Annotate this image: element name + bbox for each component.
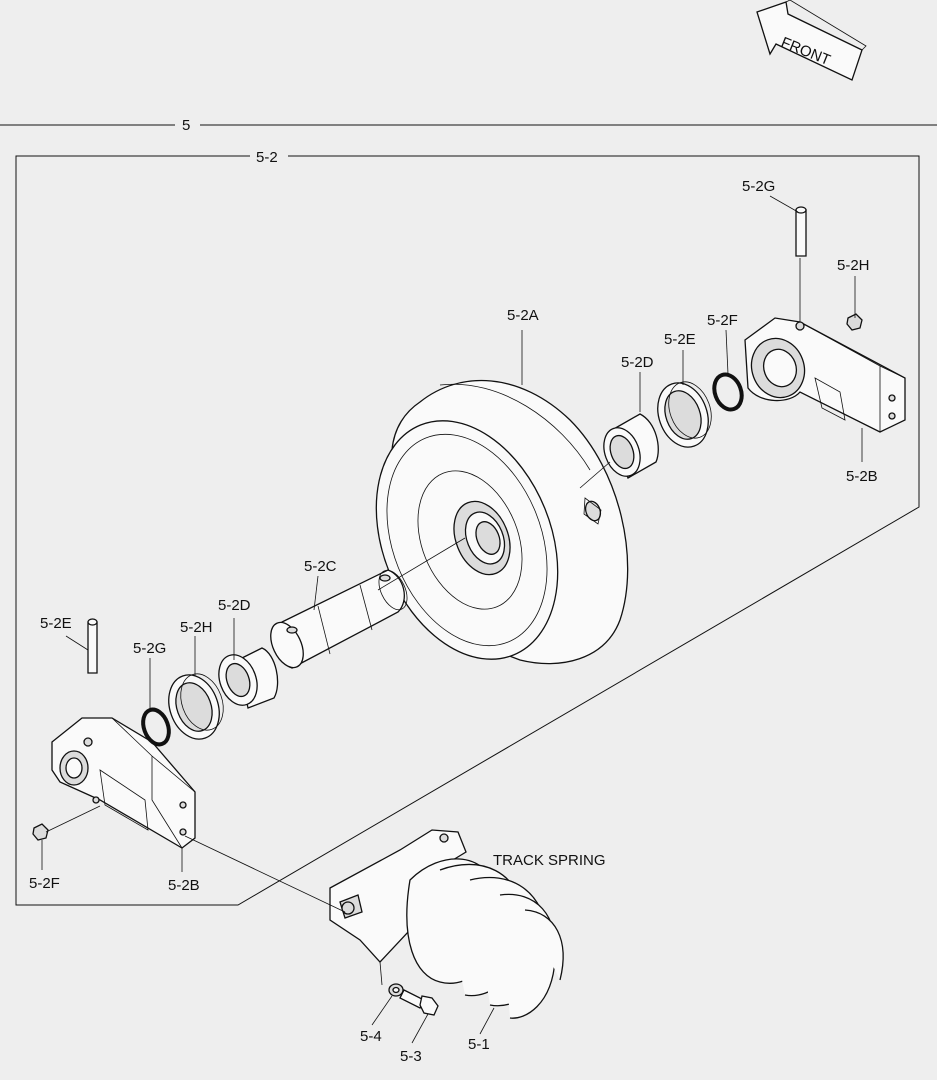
callout-5-2f-left: 5-2F [29,875,60,892]
right-floating-seal [657,381,712,448]
callout-5-4: 5-4 [360,1028,382,1045]
left-bushing [218,647,279,709]
left-set-screw [32,823,49,841]
right-spring-pin [795,206,807,257]
callout-5-2c: 5-2C [304,558,337,575]
left-spring-pin [87,618,98,674]
idler-shaft [270,569,408,669]
subassembly-frame-5-2: 5-2 [15,149,920,906]
left-floating-seal [168,673,224,740]
track-spring-label: TRACK SPRING [493,852,606,869]
callout-labels: 5-2A 5-2D 5-2E 5-2F 5-2G 5-2H 5-2B 5-2C … [29,178,878,1065]
callout-5-2g-right: 5-2G [742,178,775,195]
right-o-ring [712,372,744,412]
right-bushing [603,413,659,479]
track-spring-assembly [329,829,564,1019]
callout-5-2f-right: 5-2F [707,312,738,329]
callout-5-2b-left: 5-2B [168,877,200,894]
callout-5-2d-right: 5-2D [621,354,654,371]
callout-5-2h-left: 5-2H [180,619,213,636]
hex-bolt [399,989,439,1016]
left-bracket [51,717,196,849]
idler-wheel [375,379,629,665]
callout-5-2e-left: 5-2E [40,615,72,632]
assembly-frame-5: 5 [0,117,937,134]
callout-5-2g-left: 5-2G [133,640,166,657]
callout-5-2a: 5-2A [507,307,539,324]
callout-5-1: 5-1 [468,1036,490,1053]
callout-5-3: 5-3 [400,1048,422,1065]
lock-washer [388,983,404,997]
right-set-screw [846,313,863,331]
callout-5-2h-right: 5-2H [837,257,870,274]
leader-lines [41,195,863,1044]
right-bracket [744,317,906,433]
assembly-label-5: 5 [182,117,190,134]
callout-5-2b-right: 5-2B [846,468,878,485]
subassembly-label-5-2: 5-2 [256,149,278,166]
front-arrow: FRONT [756,0,867,81]
callout-5-2e-right: 5-2E [664,331,696,348]
callout-5-2d-left: 5-2D [218,597,251,614]
